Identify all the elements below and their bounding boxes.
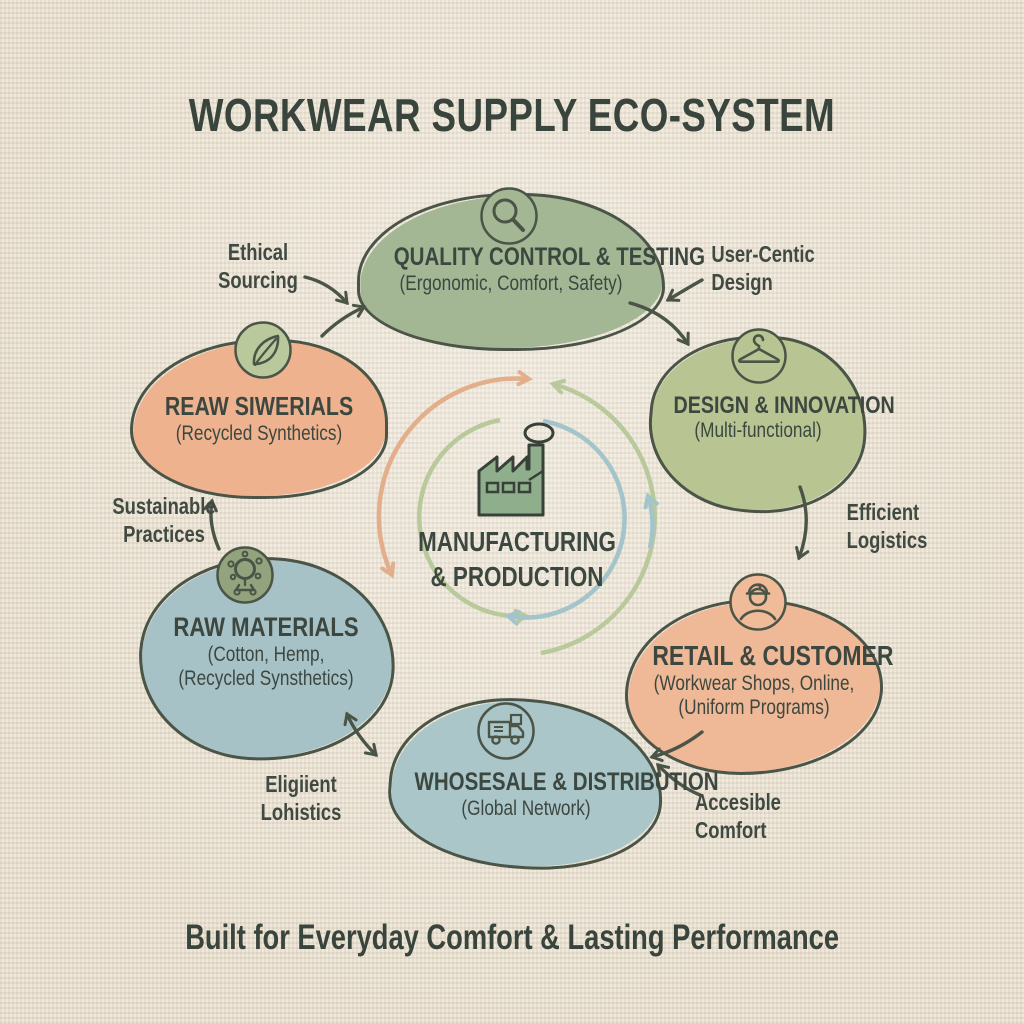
fiber-icon [216, 546, 274, 604]
label-ethical-sourcing: Ethical Sourcing [218, 239, 298, 294]
node-quality-title: QUALITY CONTROL & TESTING [393, 243, 706, 271]
node-retail-customer-text: RETAIL & CUSTOMER (Workwear Shops, Onlin… [630, 640, 894, 720]
node-recycled-title: REAW SIWERIALS [164, 391, 354, 421]
node-quality-control-text: QUALITY CONTROL & TESTING (Ergonomic, Co… [368, 243, 706, 295]
node-retail-subtitle2: (Uniform Programs) [678, 695, 830, 719]
node-design-innovation-text: DESIGN & INNOVATION (Multi-functional) [655, 392, 895, 443]
magnifier-icon [480, 187, 538, 245]
label-sustainable-practices: Sustainable Practices [112, 493, 216, 548]
page-title: WORKWEAR SUPPLY ECO-SYSTEM [0, 88, 1024, 142]
center-label-line2: & PRODUCTION [430, 561, 604, 592]
center-label: MANUFACTURING & PRODUCTION [380, 524, 654, 594]
node-raw-subtitle2: (Recycled Synsthetics) [178, 666, 354, 690]
arrow-recycled-to-quality [320, 303, 367, 338]
node-design-title: DESIGN & INNOVATION [673, 392, 895, 419]
node-wholesale-subtitle: (Global Network) [461, 796, 591, 820]
truck-icon [477, 702, 535, 760]
node-raw-title: RAW MATERIALS [173, 612, 359, 642]
worker-icon [729, 573, 787, 631]
node-raw-subtitle1: (Cotton, Hemp, [207, 642, 325, 666]
factory-icon [477, 422, 555, 517]
node-raw-materials-text: RAW MATERIALS (Cotton, Hemp, (Recycled S… [148, 612, 384, 691]
center-label-line1: MANUFACTURING [418, 526, 616, 557]
label-efficient-logistics-left: Eligiient Lohistics [260, 771, 342, 826]
node-wholesale-title: WHOSESALE & DISTRIBUTION [414, 768, 719, 796]
label-accessible-comfort: Accesible Comfort [695, 789, 781, 844]
label-efficient-logistics: Efficient Logistics [846, 499, 928, 554]
node-retail-title: RETAIL & CUSTOMER [652, 640, 894, 671]
page-title-text: WORKWEAR SUPPLY ECO-SYSTEM [188, 89, 836, 141]
hanger-icon [731, 328, 787, 384]
label-user-centric-design: User-Centic Design [711, 241, 815, 296]
tagline: Built for Everyday Comfort & Lasting Per… [0, 918, 1024, 958]
leaf-icon [234, 321, 292, 379]
node-quality-subtitle: (Ergonomic, Comfort, Safety) [399, 271, 623, 295]
node-retail-subtitle1: (Workwear Shops, Online, [653, 671, 855, 695]
node-wholesale-distribution-text: WHOSESALE & DISTRIBUTION (Global Network… [390, 768, 719, 820]
node-design-subtitle: (Multi-functional) [694, 419, 822, 443]
node-recycled-subtitle: (Recycled Synthetics) [175, 421, 343, 445]
tagline-text: Built for Everyday Comfort & Lasting Per… [185, 918, 839, 957]
node-recycled-text: REAW SIWERIALS (Recycled Synthetics) [140, 391, 378, 446]
